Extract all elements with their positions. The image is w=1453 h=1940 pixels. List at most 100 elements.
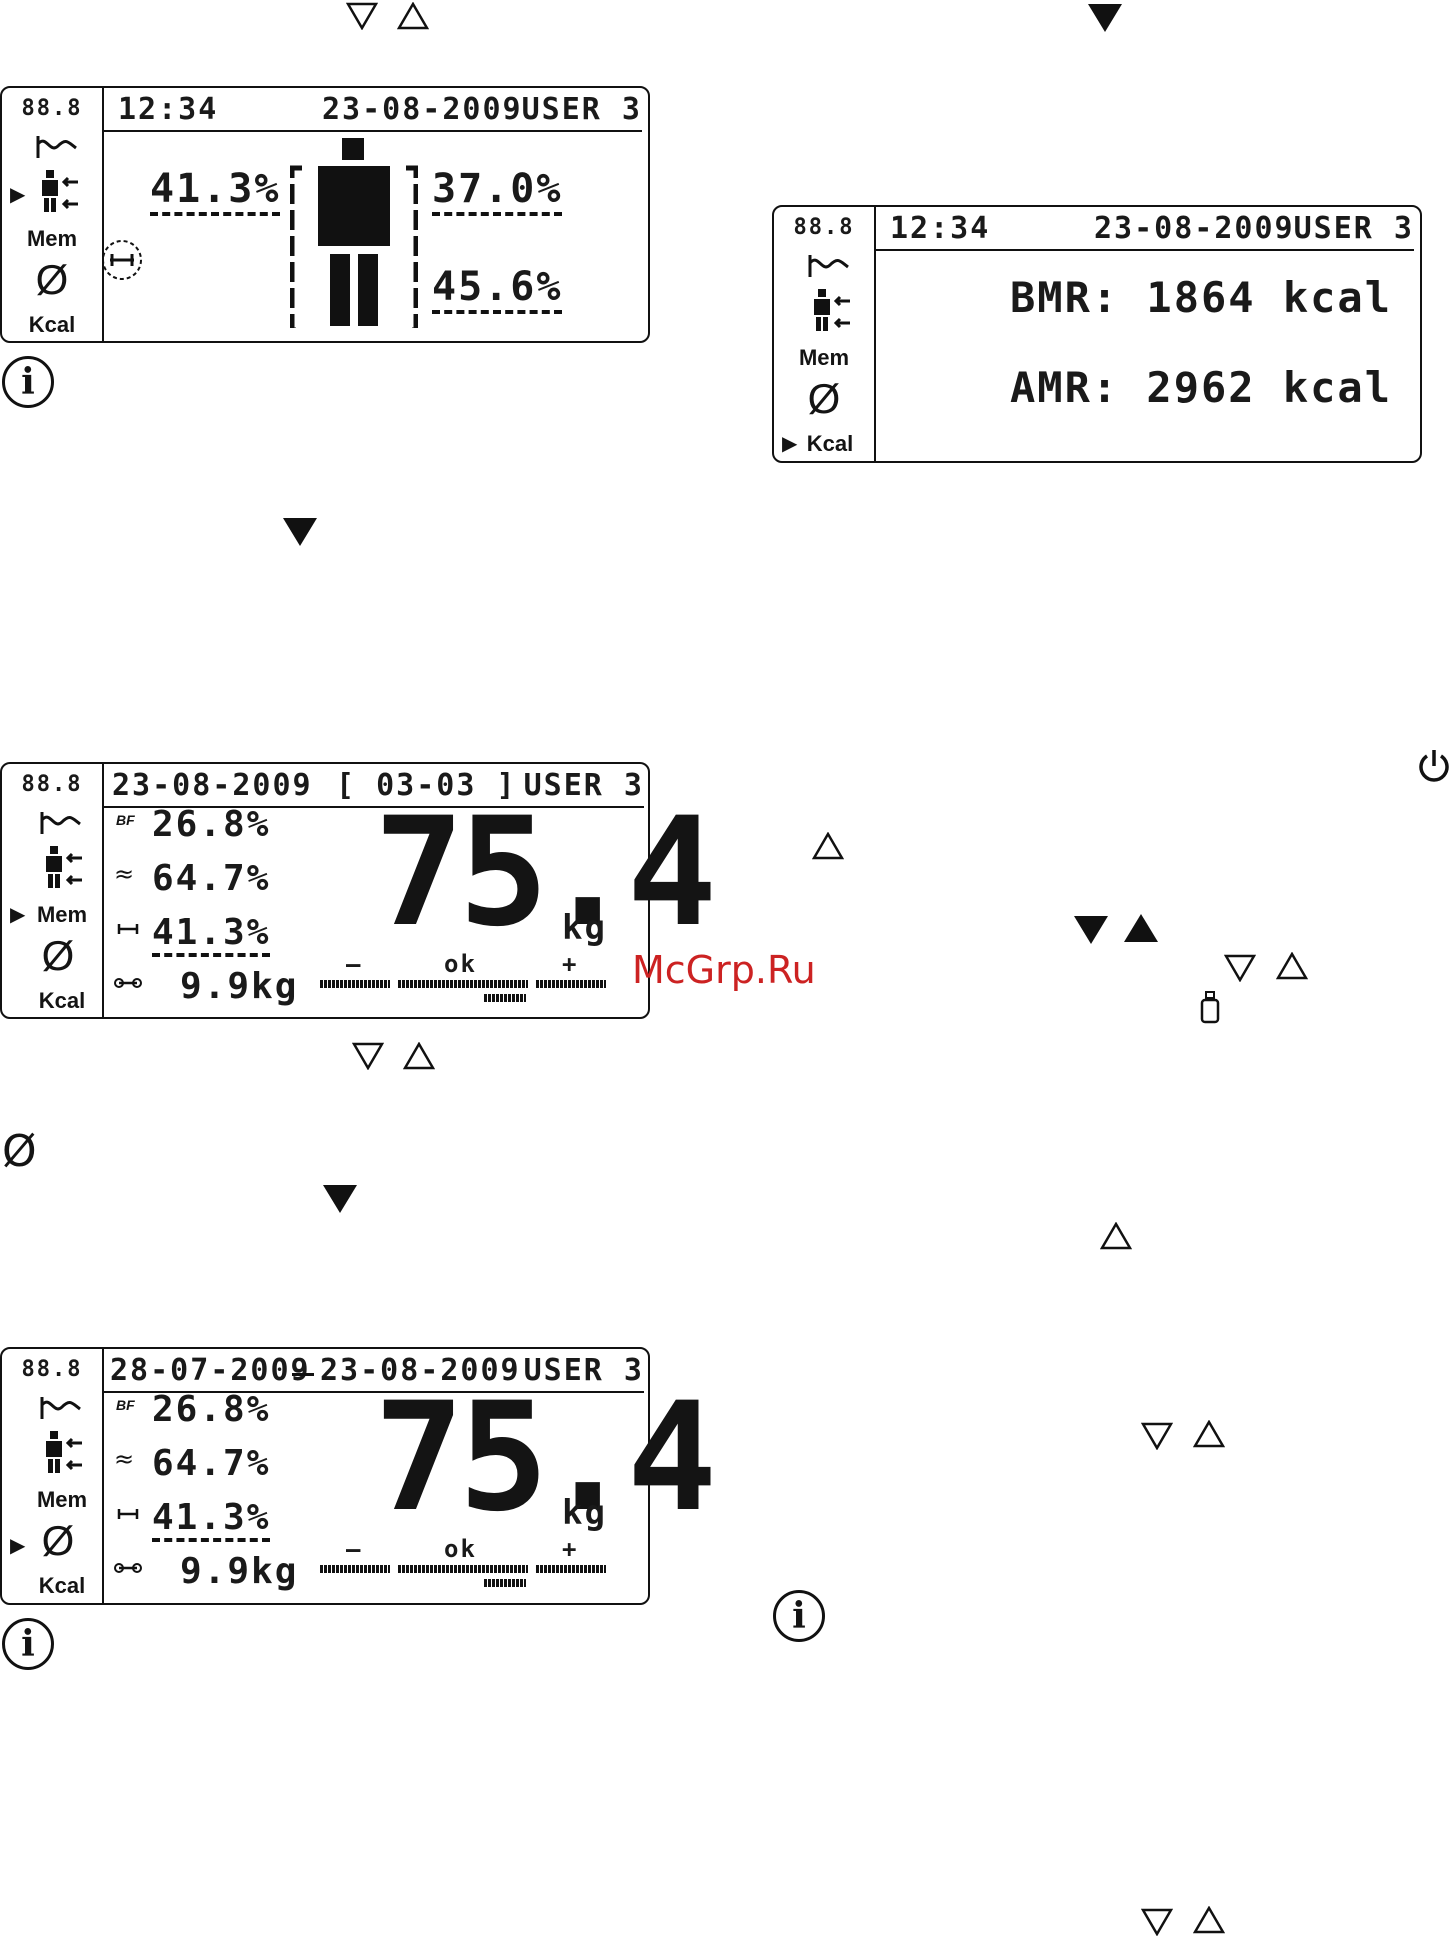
up-arrow-outline-icon (403, 1042, 435, 1070)
up-arrow-outline-icon (1193, 1420, 1225, 1448)
scale-indicator (484, 1579, 526, 1587)
lcd-panel-kcal: 88.8 Mem Ø ▶ Kcal 12:34 23-08-2009 USER … (772, 205, 1422, 463)
body-composition-icon (814, 289, 850, 331)
selection-arrow-icon: ▶ (10, 902, 26, 926)
weight-unit: kg (562, 908, 607, 948)
scale-ok-label: ok (444, 950, 477, 978)
bone-value: 9.9kg (180, 1551, 299, 1592)
mem-label: Mem (798, 345, 850, 370)
selection-arrow-icon: ▶ (782, 431, 798, 455)
muscle-percentage-right-bottom: 45.6% (432, 264, 563, 314)
down-arrow-outline-icon (1141, 1908, 1173, 1936)
counter-display: 88.8 (21, 96, 83, 121)
down-arrow-outline-icon (352, 1042, 384, 1070)
body-figure-icon (290, 138, 418, 328)
muscle-percentage-left: 41.3% (150, 166, 281, 216)
muscle-dumbbell-icon (102, 240, 142, 280)
amr-readout: AMR: 2962 kcal (1010, 363, 1393, 412)
lcd-panel-memory: 88.8 ▶ Mem Ø Kcal 23-08-2009 [ 03-03 ] U… (0, 762, 717, 1019)
power-icon (1419, 750, 1449, 782)
curve-icon (808, 255, 849, 277)
bf-label: BF (116, 812, 135, 828)
lcd-header: 28-07-2009 23-08-2009 USER 3 (104, 1353, 644, 1393)
user-display: USER 3 (523, 1353, 644, 1388)
lcd-panel-body-analysis: 88.8 ▶ Mem Ø Kcal 12:34 23-08-2009 USER … (0, 86, 650, 343)
body-composition-icon (46, 846, 82, 888)
up-arrow-outline-icon (1100, 1222, 1132, 1250)
muscle-value: 41.3% (152, 912, 271, 957)
weight-unit: kg (562, 1493, 607, 1533)
date-display: 23-08-2009 (1094, 211, 1295, 246)
mem-label: Mem (36, 902, 88, 927)
curve-icon (40, 812, 81, 834)
mem-label: Mem (26, 226, 78, 251)
muscle-percentage-right-top: 37.0% (432, 166, 563, 216)
scale-bar-ok (398, 1565, 528, 1573)
user-display: USER 3 (1293, 211, 1414, 246)
curve-icon (40, 1397, 81, 1419)
scale-bar-low (320, 980, 390, 988)
lcd-panel-average: 88.8 Mem ▶ Ø Kcal 28-07-2009 23-08-2009 … (0, 1347, 717, 1605)
date-display: 23-08-2009 (322, 92, 523, 127)
average-icon: Ø (41, 1517, 75, 1564)
body-composition-icon (42, 170, 78, 212)
scale-minus-label: – (346, 1535, 363, 1563)
kcal-label: Kcal (38, 1573, 86, 1598)
scale-bar-low (320, 1565, 390, 1573)
kcal-label: Kcal (38, 988, 86, 1013)
bmr-readout: BMR: 1864 kcal (1010, 273, 1393, 322)
weight-icon (1200, 991, 1220, 1024)
down-arrow-filled-icon (1088, 4, 1122, 32)
date-range-separator (292, 1373, 314, 1376)
down-arrow-outline-icon (1141, 1422, 1173, 1450)
memory-range-display: [ 03-03 ] (336, 768, 517, 803)
scale-bar-high (536, 980, 606, 988)
up-arrow-outline-icon (397, 2, 429, 30)
average-icon: Ø (807, 375, 841, 422)
info-icon: i (773, 1590, 825, 1642)
bf-label: BF (116, 1397, 135, 1413)
body-composition-icon (46, 1431, 82, 1473)
kcal-label: Kcal (28, 312, 76, 337)
down-arrow-filled-icon (1074, 916, 1108, 944)
scale-plus-label: + (562, 1535, 579, 1563)
average-icon: Ø (41, 932, 75, 979)
muscle-value: 41.3% (152, 1497, 271, 1542)
down-arrow-filled-icon (323, 1185, 357, 1213)
muscle-icon (117, 1509, 139, 1519)
down-arrow-outline-icon (1224, 954, 1256, 982)
scale-plus-label: + (562, 950, 579, 978)
bone-value: 9.9kg (180, 966, 299, 1007)
weight-value: 75.4 (374, 786, 717, 960)
counter-display: 88.8 (793, 215, 855, 240)
water-icon: ≈ (114, 860, 135, 888)
lcd-sidebar: 88.8 Mem ▶ Ø Kcal (2, 1349, 104, 1603)
scale-bar-ok (398, 980, 528, 988)
selection-arrow-icon: ▶ (10, 182, 26, 206)
body-fat-value: 26.8% (152, 1389, 271, 1430)
curve-icon (36, 136, 77, 158)
lcd-sidebar: 88.8 Mem Ø ▶ Kcal (774, 207, 876, 461)
user-display: USER 3 (521, 92, 642, 127)
selection-arrow-icon: ▶ (10, 1533, 26, 1557)
mem-label: Mem (36, 1487, 88, 1512)
average-icon: Ø (35, 256, 69, 303)
down-arrow-outline-icon (346, 2, 378, 30)
info-icon: i (2, 356, 54, 408)
lcd-header: 23-08-2009 [ 03-03 ] USER 3 (104, 768, 644, 808)
body-fat-value: 26.8% (152, 804, 271, 845)
kcal-label: Kcal (806, 431, 854, 456)
water-icon: ≈ (114, 1445, 135, 1473)
user-display: USER 3 (523, 768, 644, 803)
date-from-display: 28-07-2009 (110, 1353, 311, 1388)
counter-display: 88.8 (21, 772, 83, 797)
up-arrow-outline-icon (1193, 1906, 1225, 1934)
down-arrow-filled-icon (283, 518, 317, 546)
time-display: 12:34 (890, 211, 991, 246)
watermark-text: McGrp.Ru (632, 948, 816, 992)
scale-indicator (484, 994, 526, 1002)
water-value: 64.7% (152, 858, 271, 899)
up-arrow-outline-icon (1276, 952, 1308, 980)
bone-icon (114, 1563, 142, 1573)
time-display: 12:34 (118, 92, 219, 127)
